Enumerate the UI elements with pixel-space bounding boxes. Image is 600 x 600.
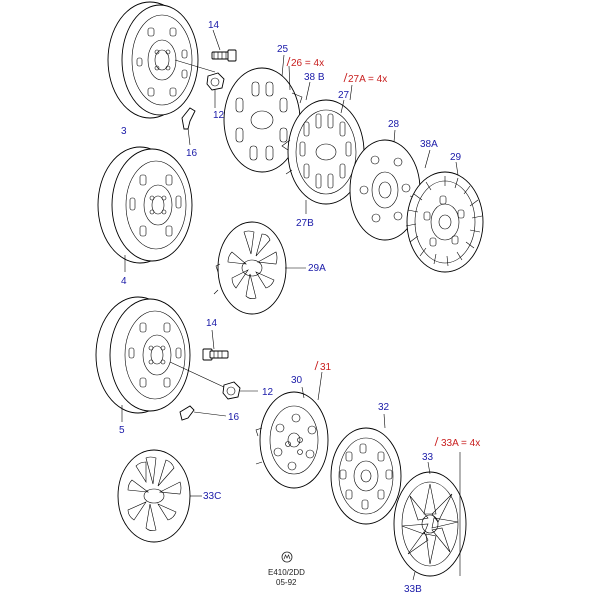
callout-29a: 29A (308, 263, 326, 274)
wheel-cover-32 (330, 413, 402, 525)
callout-14-top: 14 (208, 20, 220, 31)
leader-38a (424, 149, 431, 169)
callout-27a: 27A = 4x (348, 74, 387, 85)
wheel-cover-29 (405, 161, 484, 273)
footer-code: E410/2DD (268, 568, 305, 577)
leader-27a (349, 84, 353, 101)
footer-date: 05-92 (276, 578, 297, 587)
wheel-cover-29a (213, 221, 306, 315)
callout-26: 26 = 4x (291, 58, 324, 69)
callout-28: 28 (388, 119, 400, 130)
callout-12-lower: 12 (262, 387, 274, 398)
wheel-nut-12-top (206, 72, 225, 108)
valve-16-top (181, 107, 196, 146)
callout-38b: 38 B (304, 72, 325, 83)
callout-4: 4 (121, 276, 127, 287)
valve-16-lower (179, 405, 227, 421)
callout-30: 30 (291, 375, 303, 386)
footer-logo (281, 551, 293, 563)
leader-38b (305, 81, 311, 101)
steel-wheel-3 (107, 1, 216, 119)
steel-wheel-4 (97, 146, 193, 272)
callout-32: 32 (378, 402, 390, 413)
wheel-bolt-14-top (211, 29, 237, 62)
wheel-cover-25 (223, 54, 301, 173)
wheel-cover-30 (255, 386, 329, 489)
leader-26 (288, 65, 291, 91)
note-mark-33a (434, 436, 439, 447)
wheel-bolt-14-lower (202, 329, 229, 361)
callout-31: 31 (320, 362, 332, 373)
note-mark-27a (343, 72, 348, 83)
wheel-cover-33 (393, 452, 467, 581)
callout-33b: 33B (404, 584, 422, 595)
wheel-nut-12-lower (222, 381, 258, 400)
callout-33c: 33C (203, 491, 221, 502)
wheel-cover-27 (281, 99, 365, 214)
callout-16-lower: 16 (228, 412, 240, 423)
callout-33a: 33A = 4x (441, 438, 480, 449)
note-mark-31 (314, 360, 319, 371)
callout-33: 33 (422, 452, 434, 463)
callout-29: 29 (450, 152, 462, 163)
callout-3: 3 (121, 126, 127, 137)
wheel-cover-33c (117, 449, 202, 543)
callout-12-top: 12 (213, 110, 225, 121)
callout-5: 5 (119, 425, 125, 436)
callout-27b: 27B (296, 218, 314, 229)
note-mark-26 (286, 56, 291, 67)
leader-31 (317, 371, 323, 401)
callout-14-lower: 14 (206, 318, 218, 329)
callout-38a: 38A (420, 139, 438, 150)
callout-16-top: 16 (186, 148, 198, 159)
callout-25: 25 (277, 44, 289, 55)
callout-27: 27 (338, 90, 350, 101)
steel-wheel-5 (95, 296, 227, 422)
